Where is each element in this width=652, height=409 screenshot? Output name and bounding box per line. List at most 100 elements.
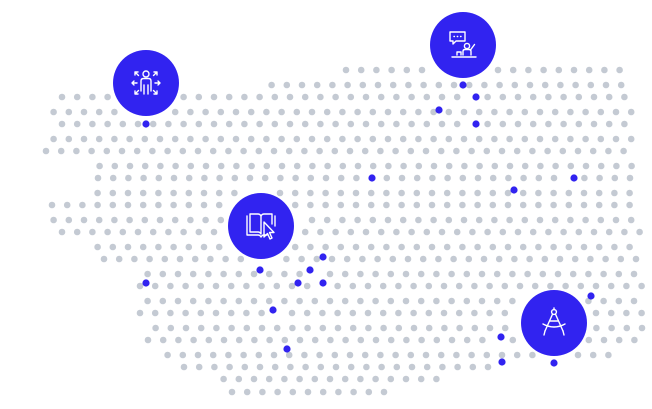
grid-dot xyxy=(453,228,461,236)
grid-dot xyxy=(626,201,633,209)
grid-dot xyxy=(167,309,174,317)
grid-dot xyxy=(461,162,468,170)
grid-dot xyxy=(209,147,217,155)
grid-dot xyxy=(212,309,220,317)
grid-dot xyxy=(408,363,416,371)
grid-dot xyxy=(419,255,427,263)
grid-dot xyxy=(453,120,461,128)
grid-dot xyxy=(287,363,294,371)
grid-dot xyxy=(104,93,111,101)
grid-dot xyxy=(58,228,66,236)
grid-dot xyxy=(567,135,574,143)
grid-dot xyxy=(144,297,151,305)
grid-dot xyxy=(88,147,95,155)
grid-dot xyxy=(220,375,227,383)
grid-dot xyxy=(134,120,142,128)
grid-dot xyxy=(483,147,491,155)
grid-dot xyxy=(499,120,507,128)
grid-dot xyxy=(220,270,227,278)
grid-dot xyxy=(172,162,179,170)
grid-dot xyxy=(605,93,613,101)
grid-dot xyxy=(438,228,446,236)
grid-dot xyxy=(281,375,288,383)
grid-dot xyxy=(582,135,589,143)
grid-dot xyxy=(433,375,440,383)
grid-dot xyxy=(179,351,187,359)
grid-dot xyxy=(612,135,620,143)
grid-dot xyxy=(57,147,65,155)
grid-dot xyxy=(438,120,446,128)
grid-dot xyxy=(383,189,390,197)
grid-dot xyxy=(156,135,164,143)
grid-dot xyxy=(313,81,321,89)
grid-dot xyxy=(626,174,634,182)
grid-dot xyxy=(352,189,360,197)
grid-dot xyxy=(364,309,372,317)
grid-dot xyxy=(226,363,233,371)
grid-dot xyxy=(308,135,316,143)
grid-dot xyxy=(170,189,177,197)
grid-dot xyxy=(197,324,205,332)
grid-dot xyxy=(506,135,513,143)
grid-dot xyxy=(393,363,401,371)
grid-dot xyxy=(417,375,425,383)
grid-dot xyxy=(444,174,451,182)
grid-dot xyxy=(180,228,187,236)
grid-dot xyxy=(509,270,516,278)
grid-dot xyxy=(403,66,411,74)
grid-dot xyxy=(73,147,80,155)
grid-dot xyxy=(453,147,460,155)
grid-dot xyxy=(341,270,349,278)
grid-dot xyxy=(560,93,567,101)
grid-dot xyxy=(289,324,296,332)
grid-dot xyxy=(332,228,339,236)
grid-dot xyxy=(357,270,364,278)
grid-dot xyxy=(399,108,407,116)
grid-dot xyxy=(80,135,88,143)
grid-dot xyxy=(501,309,509,317)
grid-dot xyxy=(291,201,299,209)
grid-dot xyxy=(499,93,507,101)
grid-dot xyxy=(550,189,557,197)
grid-dot xyxy=(493,270,501,278)
grid-dot xyxy=(256,120,263,128)
grid-dot xyxy=(149,120,157,128)
grid-dot xyxy=(347,93,355,101)
grid-dot xyxy=(459,174,467,182)
grid-dot xyxy=(373,66,380,74)
grid-dot xyxy=(156,216,164,224)
grid-dot xyxy=(393,93,400,101)
grid-dot xyxy=(369,135,377,143)
grid-dot xyxy=(171,135,179,143)
grid-dot xyxy=(367,189,375,197)
grid-dot xyxy=(478,297,486,305)
grid-dot xyxy=(585,66,593,74)
grid-dot xyxy=(465,81,473,89)
grid-dot xyxy=(50,108,57,116)
grid-dot xyxy=(592,309,600,317)
grid-dot xyxy=(326,375,334,383)
grid-dot xyxy=(459,201,466,209)
grid-dot xyxy=(165,120,172,128)
grid-dot xyxy=(250,270,258,278)
grid-dot xyxy=(301,228,309,236)
book-cursor-icon xyxy=(246,213,276,240)
grid-dot xyxy=(565,243,573,251)
grid-dot xyxy=(623,309,630,317)
grid-dot xyxy=(638,324,646,332)
grid-dot xyxy=(317,228,324,236)
grid-dot xyxy=(329,81,336,89)
grid-dot xyxy=(410,309,417,317)
grid-dot xyxy=(240,147,247,155)
grid-dot xyxy=(332,93,339,101)
grid-dot xyxy=(611,174,619,182)
grid-dot xyxy=(597,135,605,143)
grid-dot xyxy=(293,162,301,170)
grid-dot xyxy=(95,135,103,143)
grid-dot xyxy=(592,282,600,290)
grid-dot xyxy=(365,388,373,396)
grid-dot xyxy=(383,201,390,209)
badge-book-cursor xyxy=(228,193,294,259)
grid-dot xyxy=(529,147,536,155)
grid-dot xyxy=(484,93,491,101)
